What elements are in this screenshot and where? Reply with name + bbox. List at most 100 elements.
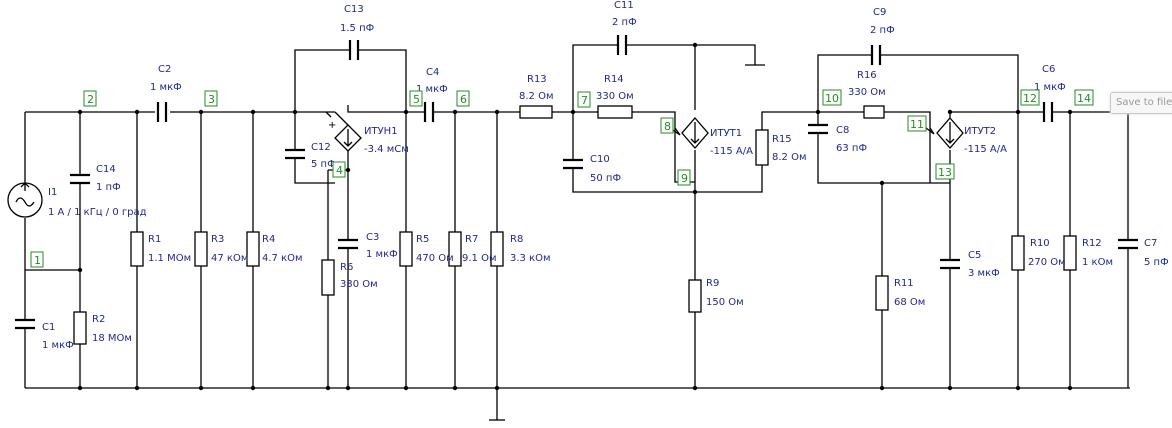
label-r5-value: 470 Ом: [416, 253, 454, 264]
label-r9-name: R9: [706, 278, 719, 289]
label-itun1-name: ИТУН1: [364, 126, 398, 137]
label-r8-value: 3.3 кОм: [510, 253, 551, 264]
svg-text:11: 11: [910, 118, 924, 131]
label-c14-value: 1 пФ: [96, 182, 121, 193]
save-to-file-tooltip: Save to file: [1110, 92, 1172, 114]
label-c9-name: C9: [873, 7, 886, 18]
label-c9-value: 2 пФ: [870, 25, 895, 36]
label-r4-name: R4: [262, 234, 275, 245]
label-c1-value: 1 мкФ: [42, 340, 74, 351]
label-r3-name: R3: [211, 234, 224, 245]
label-r16-name: R16: [857, 70, 877, 81]
label-r10-name: R10: [1030, 238, 1050, 249]
label-r11-value: 68 Ом: [894, 297, 925, 308]
label-c12-value: 5 пФ: [311, 159, 336, 170]
svg-text:3: 3: [208, 93, 215, 106]
label-c7-name: C7: [1144, 238, 1157, 249]
svg-text:7: 7: [581, 94, 588, 107]
label-itut1-value: -115 А/А: [710, 146, 753, 157]
label-c4-value: 1 мкФ: [416, 84, 448, 95]
label-r5-name: R5: [416, 234, 429, 245]
itun1-source[interactable]: [334, 124, 362, 152]
node-marker-6: 6: [456, 90, 470, 107]
node-marker-12: 12: [1020, 89, 1040, 106]
label-itun1-value: -3.4 мСм: [364, 144, 409, 155]
svg-text:8: 8: [664, 120, 671, 133]
svg-text:5: 5: [413, 93, 420, 106]
label-r7-name: R7: [465, 234, 478, 245]
svg-text:10: 10: [825, 92, 839, 105]
capacitor-symbols: [15, 35, 1138, 342]
node-marker-8: 8: [660, 117, 674, 134]
label-c13-value: 1.5 пФ: [340, 23, 375, 34]
label-r13-value: 8.2 Ом: [519, 91, 554, 102]
label-c8-name: C8: [836, 125, 849, 136]
label-c8-value: 63 пФ: [836, 143, 867, 154]
label-c6-value: 1 мкФ: [1034, 82, 1066, 93]
node-marker-14: 14: [1074, 89, 1094, 106]
label-r7-value: 9.1 Ом: [462, 253, 497, 264]
label-c13-name: C13: [344, 4, 364, 15]
svg-text:6: 6: [460, 93, 467, 106]
svg-text:2: 2: [87, 93, 94, 106]
label-i1-name: I1: [48, 187, 57, 198]
label-r15-value: 8.2 Ом: [772, 152, 807, 163]
svg-text:1: 1: [34, 254, 41, 267]
junction-dots: [77, 42, 1073, 391]
node-marker-5: 5: [409, 90, 423, 107]
label-c14-name: C14: [96, 164, 116, 175]
node-marker-4: 4: [332, 161, 346, 178]
itut1-source[interactable]: [669, 117, 709, 149]
svg-text:13: 13: [938, 166, 952, 179]
label-c5-name: C5: [968, 250, 981, 261]
current-source-i1[interactable]: [7, 182, 43, 218]
label-itut2-name: ИТУТ2: [964, 126, 996, 137]
svg-text:4: 4: [336, 164, 343, 177]
label-r1-value: 1.1 МОм: [148, 253, 191, 264]
label-c12-name: C12: [311, 142, 331, 153]
arrow-mark: [325, 111, 332, 118]
svg-text:12: 12: [1023, 92, 1037, 105]
svg-text:14: 14: [1077, 92, 1091, 105]
node-marker-3: 3: [204, 90, 218, 107]
resistor-symbols: [73, 105, 1077, 345]
component-labels: I1 1 А / 1 кГц / 0 град C14 1 пФ C1 1 мк…: [42, 0, 1169, 351]
node-marker-9: 9: [677, 169, 691, 186]
label-itut1-name: ИТУТ1: [710, 128, 742, 139]
svg-text:9: 9: [681, 172, 688, 185]
label-r8-name: R8: [510, 234, 523, 245]
label-c2-name: C2: [158, 64, 171, 75]
label-c11-name: C11: [614, 0, 634, 11]
label-r11-name: R11: [894, 278, 914, 289]
label-r12-value: 1 кОм: [1082, 257, 1113, 268]
label-r9-value: 150 Ом: [706, 297, 744, 308]
label-c3-value: 1 мкФ: [366, 249, 398, 260]
label-r2-value: 18 МОм: [92, 333, 132, 344]
node-marker-13: 13: [935, 163, 955, 180]
itut2-source[interactable]: [925, 117, 964, 149]
label-r3-value: 47 кОм: [211, 253, 248, 264]
label-r12-name: R12: [1082, 238, 1102, 249]
label-r14-name: R14: [604, 74, 624, 85]
node-marker-1: 1: [30, 251, 44, 268]
label-c1-name: C1: [42, 322, 55, 333]
label-i1-value: 1 А / 1 кГц / 0 град: [48, 207, 147, 218]
label-r6-value: 330 Ом: [340, 279, 378, 290]
label-r16-value: 330 Ом: [848, 87, 886, 98]
label-r6-name: R6: [340, 262, 353, 273]
plus-sign: +: [328, 120, 336, 131]
label-r14-value: 330 Ом: [596, 91, 634, 102]
label-c11-value: 2 пФ: [612, 17, 637, 28]
node-markers[interactable]: 1 2 3 4 5 6 7 8 9 10 11 12 13 14: [30, 89, 1094, 268]
label-c6-name: C6: [1042, 64, 1055, 75]
label-c7-value: 5 пФ: [1144, 257, 1169, 268]
label-itut2-value: -115 А/А: [964, 144, 1007, 155]
label-c3-name: C3: [366, 232, 379, 243]
label-c2-value: 1 мкФ: [150, 82, 182, 93]
node-marker-7: 7: [577, 91, 591, 108]
node-marker-11: 11: [907, 115, 927, 132]
label-c4-name: C4: [426, 67, 439, 78]
label-r1-name: R1: [148, 234, 161, 245]
label-r15-name: R15: [772, 134, 792, 145]
